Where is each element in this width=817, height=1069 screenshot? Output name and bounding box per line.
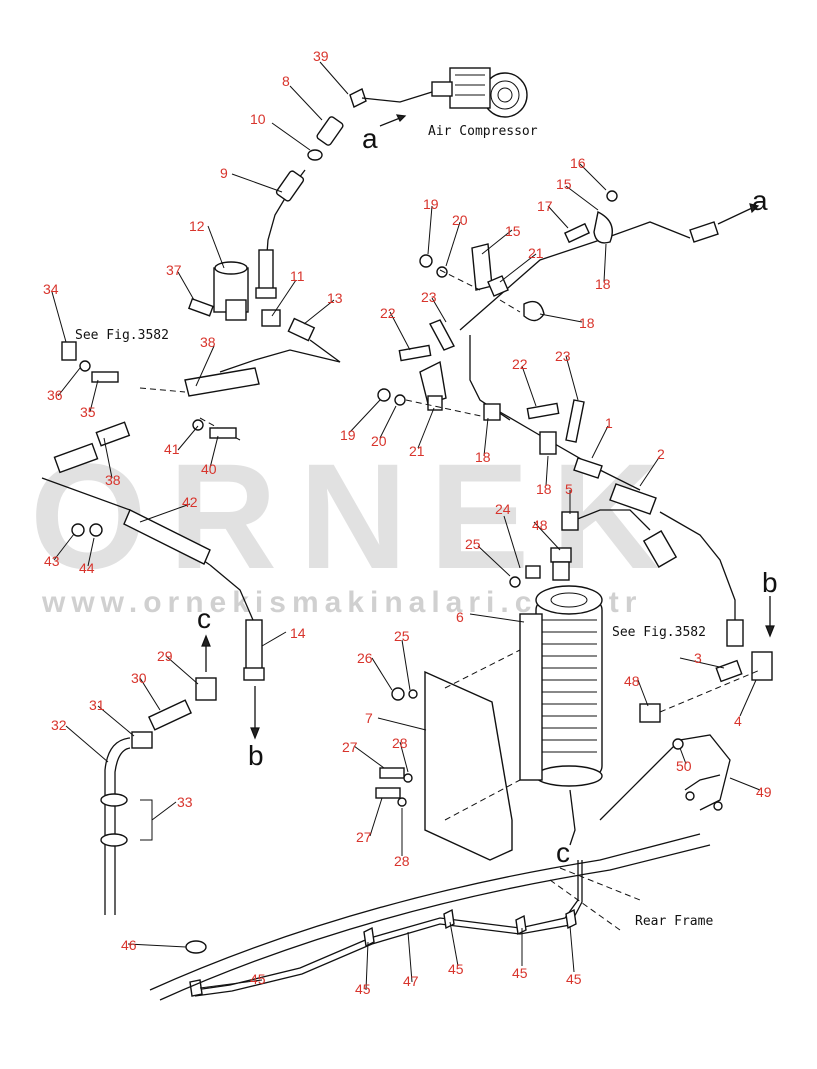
part-number: 16 [570, 155, 586, 171]
connector-b-left: b [248, 740, 264, 771]
part-number: 42 [182, 494, 198, 510]
air-compressor [431, 67, 528, 118]
part-number: 22 [380, 305, 396, 321]
part-number: 47 [403, 973, 419, 989]
part-number: 48 [532, 517, 548, 533]
part-number: 28 [394, 853, 410, 869]
part-number: 23 [555, 348, 571, 364]
part-number: 4 [734, 713, 742, 729]
part-number: 40 [201, 461, 217, 477]
part-number: 10 [250, 111, 266, 127]
part-number: 9 [220, 165, 228, 181]
part-number: 11 [290, 268, 305, 284]
part-number: 3 [694, 650, 702, 666]
part-number: 26 [357, 650, 373, 666]
part-number: 8 [282, 73, 290, 89]
part-number: 18 [595, 276, 611, 292]
part-number: 24 [495, 501, 511, 517]
part-number: 31 [89, 697, 105, 713]
part-number: 12 [189, 218, 205, 234]
part-number: 19 [340, 427, 356, 443]
rear-frame-label: Rear Frame [635, 914, 713, 929]
part-number: 20 [371, 433, 387, 449]
part-number: 49 [756, 784, 772, 800]
part-number: 15 [556, 176, 572, 192]
part-number: 50 [676, 758, 692, 774]
part-number: 1 [605, 415, 613, 431]
air-dryer-tank [519, 547, 603, 787]
part-number: 45 [250, 971, 266, 987]
part-number: 28 [392, 735, 408, 751]
part-number: 18 [579, 315, 595, 331]
part-number: 20 [452, 212, 468, 228]
part-number: 27 [356, 829, 372, 845]
connector-a-right: a [752, 185, 768, 216]
part-number: 29 [157, 648, 173, 664]
part-number: 14 [290, 625, 306, 641]
part-number: 41 [164, 441, 180, 457]
connector-c-left: c [197, 603, 211, 634]
part-number: 45 [566, 971, 582, 987]
part-number: 43 [44, 553, 60, 569]
part-number: 37 [166, 262, 182, 278]
valve-12 [213, 261, 249, 321]
part-number: 46 [121, 937, 137, 953]
connector-c-bottom: c [556, 837, 570, 868]
part-number: 32 [51, 717, 67, 733]
part-number: 25 [465, 536, 481, 552]
part-number: 30 [131, 670, 147, 686]
part-number: 18 [536, 481, 552, 497]
part-number: 33 [177, 794, 193, 810]
part-number: 27 [342, 739, 358, 755]
see-fig-left: See Fig.3582 [75, 328, 169, 343]
part-number: 45 [355, 981, 371, 997]
part-number: 7 [365, 710, 373, 726]
part-number: 36 [47, 387, 63, 403]
part-number: 38 [200, 334, 216, 350]
see-fig-right: See Fig.3582 [612, 625, 706, 640]
part-number: 21 [528, 245, 544, 261]
air-compressor-label: Air Compressor [428, 124, 538, 139]
part-number: 25 [394, 628, 410, 644]
part-number: 19 [423, 196, 439, 212]
part-number: 34 [43, 281, 59, 297]
part-number: 21 [409, 443, 425, 459]
part-number: 38 [105, 472, 121, 488]
part-number: 23 [421, 289, 437, 305]
part-number: 18 [475, 449, 491, 465]
part-number: 35 [80, 404, 96, 420]
connector-a-top: a [362, 123, 378, 154]
part-number: 5 [565, 481, 573, 497]
part-number: 13 [327, 290, 343, 306]
part-number: 6 [456, 609, 464, 625]
part-number: 39 [313, 48, 329, 64]
part-number: 17 [537, 198, 553, 214]
part-number: 22 [512, 356, 528, 372]
part-number: 2 [657, 446, 665, 462]
part-number: 45 [448, 961, 464, 977]
part-number: 48 [624, 673, 640, 689]
part-number: 44 [79, 560, 95, 576]
part-number: 15 [505, 223, 521, 239]
part-number: 45 [512, 965, 528, 981]
connector-b-right: b [762, 567, 778, 598]
